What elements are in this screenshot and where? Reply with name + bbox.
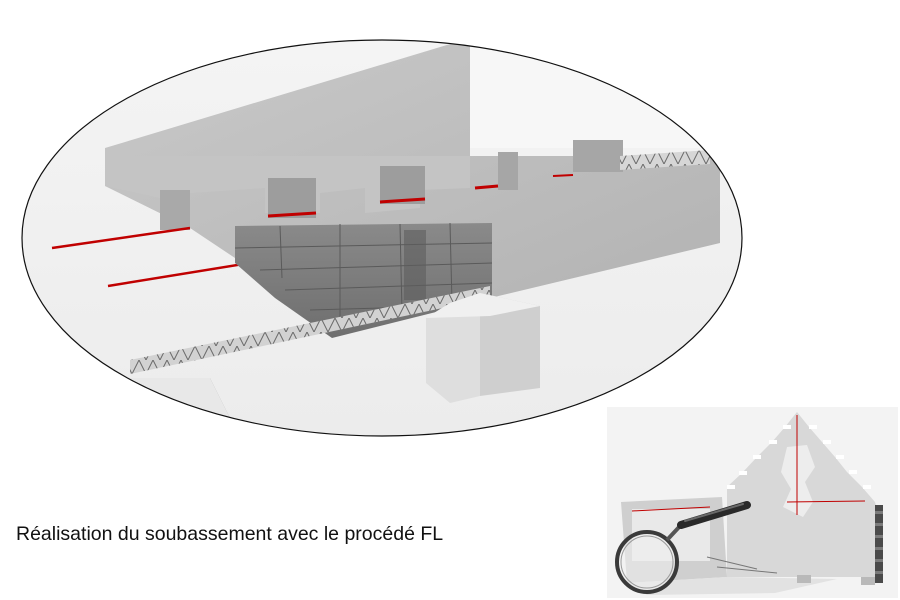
support-pillar: [426, 293, 480, 403]
magnified-detail-view: [21, 39, 743, 437]
caption: Réalisation du soubassement avec le proc…: [16, 523, 444, 545]
overview-building-section: [607, 407, 898, 598]
magnifying-glass-icon: [615, 501, 751, 594]
truss-beam: [130, 286, 490, 374]
laser-line-upper: [51, 226, 191, 250]
